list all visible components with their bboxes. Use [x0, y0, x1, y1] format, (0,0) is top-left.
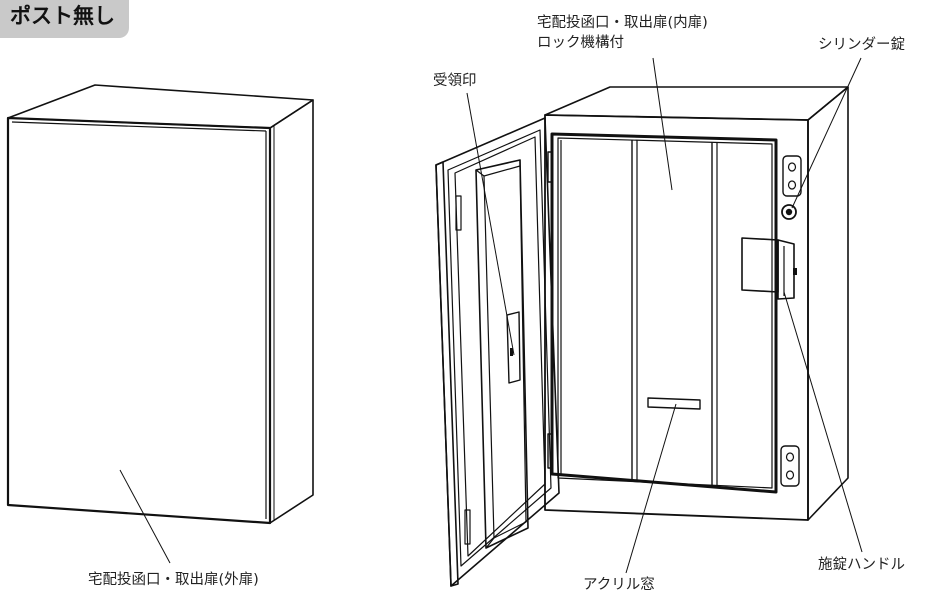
- label-inner-door-line1: 宅配投函口・取出扉(内扉): [537, 15, 708, 31]
- leader-outer-door: [119, 469, 171, 564]
- leader-acrylic-window: [625, 403, 677, 574]
- closed-unit-illustration: [6, 84, 314, 525]
- slot-plate-top: [782, 155, 802, 197]
- leader-cylinder-lock: [791, 57, 862, 209]
- leader-inner-door: [652, 57, 673, 191]
- acrylic-window: [647, 397, 701, 410]
- label-cylinder-lock: シリンダー錠: [818, 37, 905, 53]
- leader-lines: [119, 57, 863, 574]
- label-outer-door: 宅配投函口・取出扉(外扉): [88, 572, 259, 588]
- slot-plate-bottom: [780, 445, 800, 487]
- section-badge: ポスト無し: [0, 0, 129, 38]
- cabinet-front: [544, 114, 809, 521]
- closed-unit-front-door: [6, 116, 272, 525]
- leader-lock-handle: [783, 291, 863, 553]
- cabinet-side: [807, 86, 849, 521]
- leader-receipt-stamp: [466, 92, 515, 356]
- label-lock-handle: 施錠ハンドル: [818, 557, 905, 573]
- lock-handle-grip: [777, 239, 795, 300]
- badge-text: ポスト無し: [10, 4, 115, 28]
- receipt-stamp: [506, 311, 521, 384]
- closed-unit-side: [269, 99, 314, 524]
- label-receipt-stamp: 受領印: [433, 73, 477, 89]
- cylinder-lock: [781, 204, 797, 220]
- closed-unit-top: [7, 84, 314, 129]
- label-inner-door-line2: ロック機構付: [537, 35, 624, 51]
- receipt-stamp-holder: [475, 159, 529, 549]
- inner-door: [550, 132, 778, 494]
- cylinder-keyhole: [785, 208, 793, 216]
- label-acrylic-window: アクリル窓: [583, 577, 655, 593]
- open-unit-illustration: [435, 86, 849, 587]
